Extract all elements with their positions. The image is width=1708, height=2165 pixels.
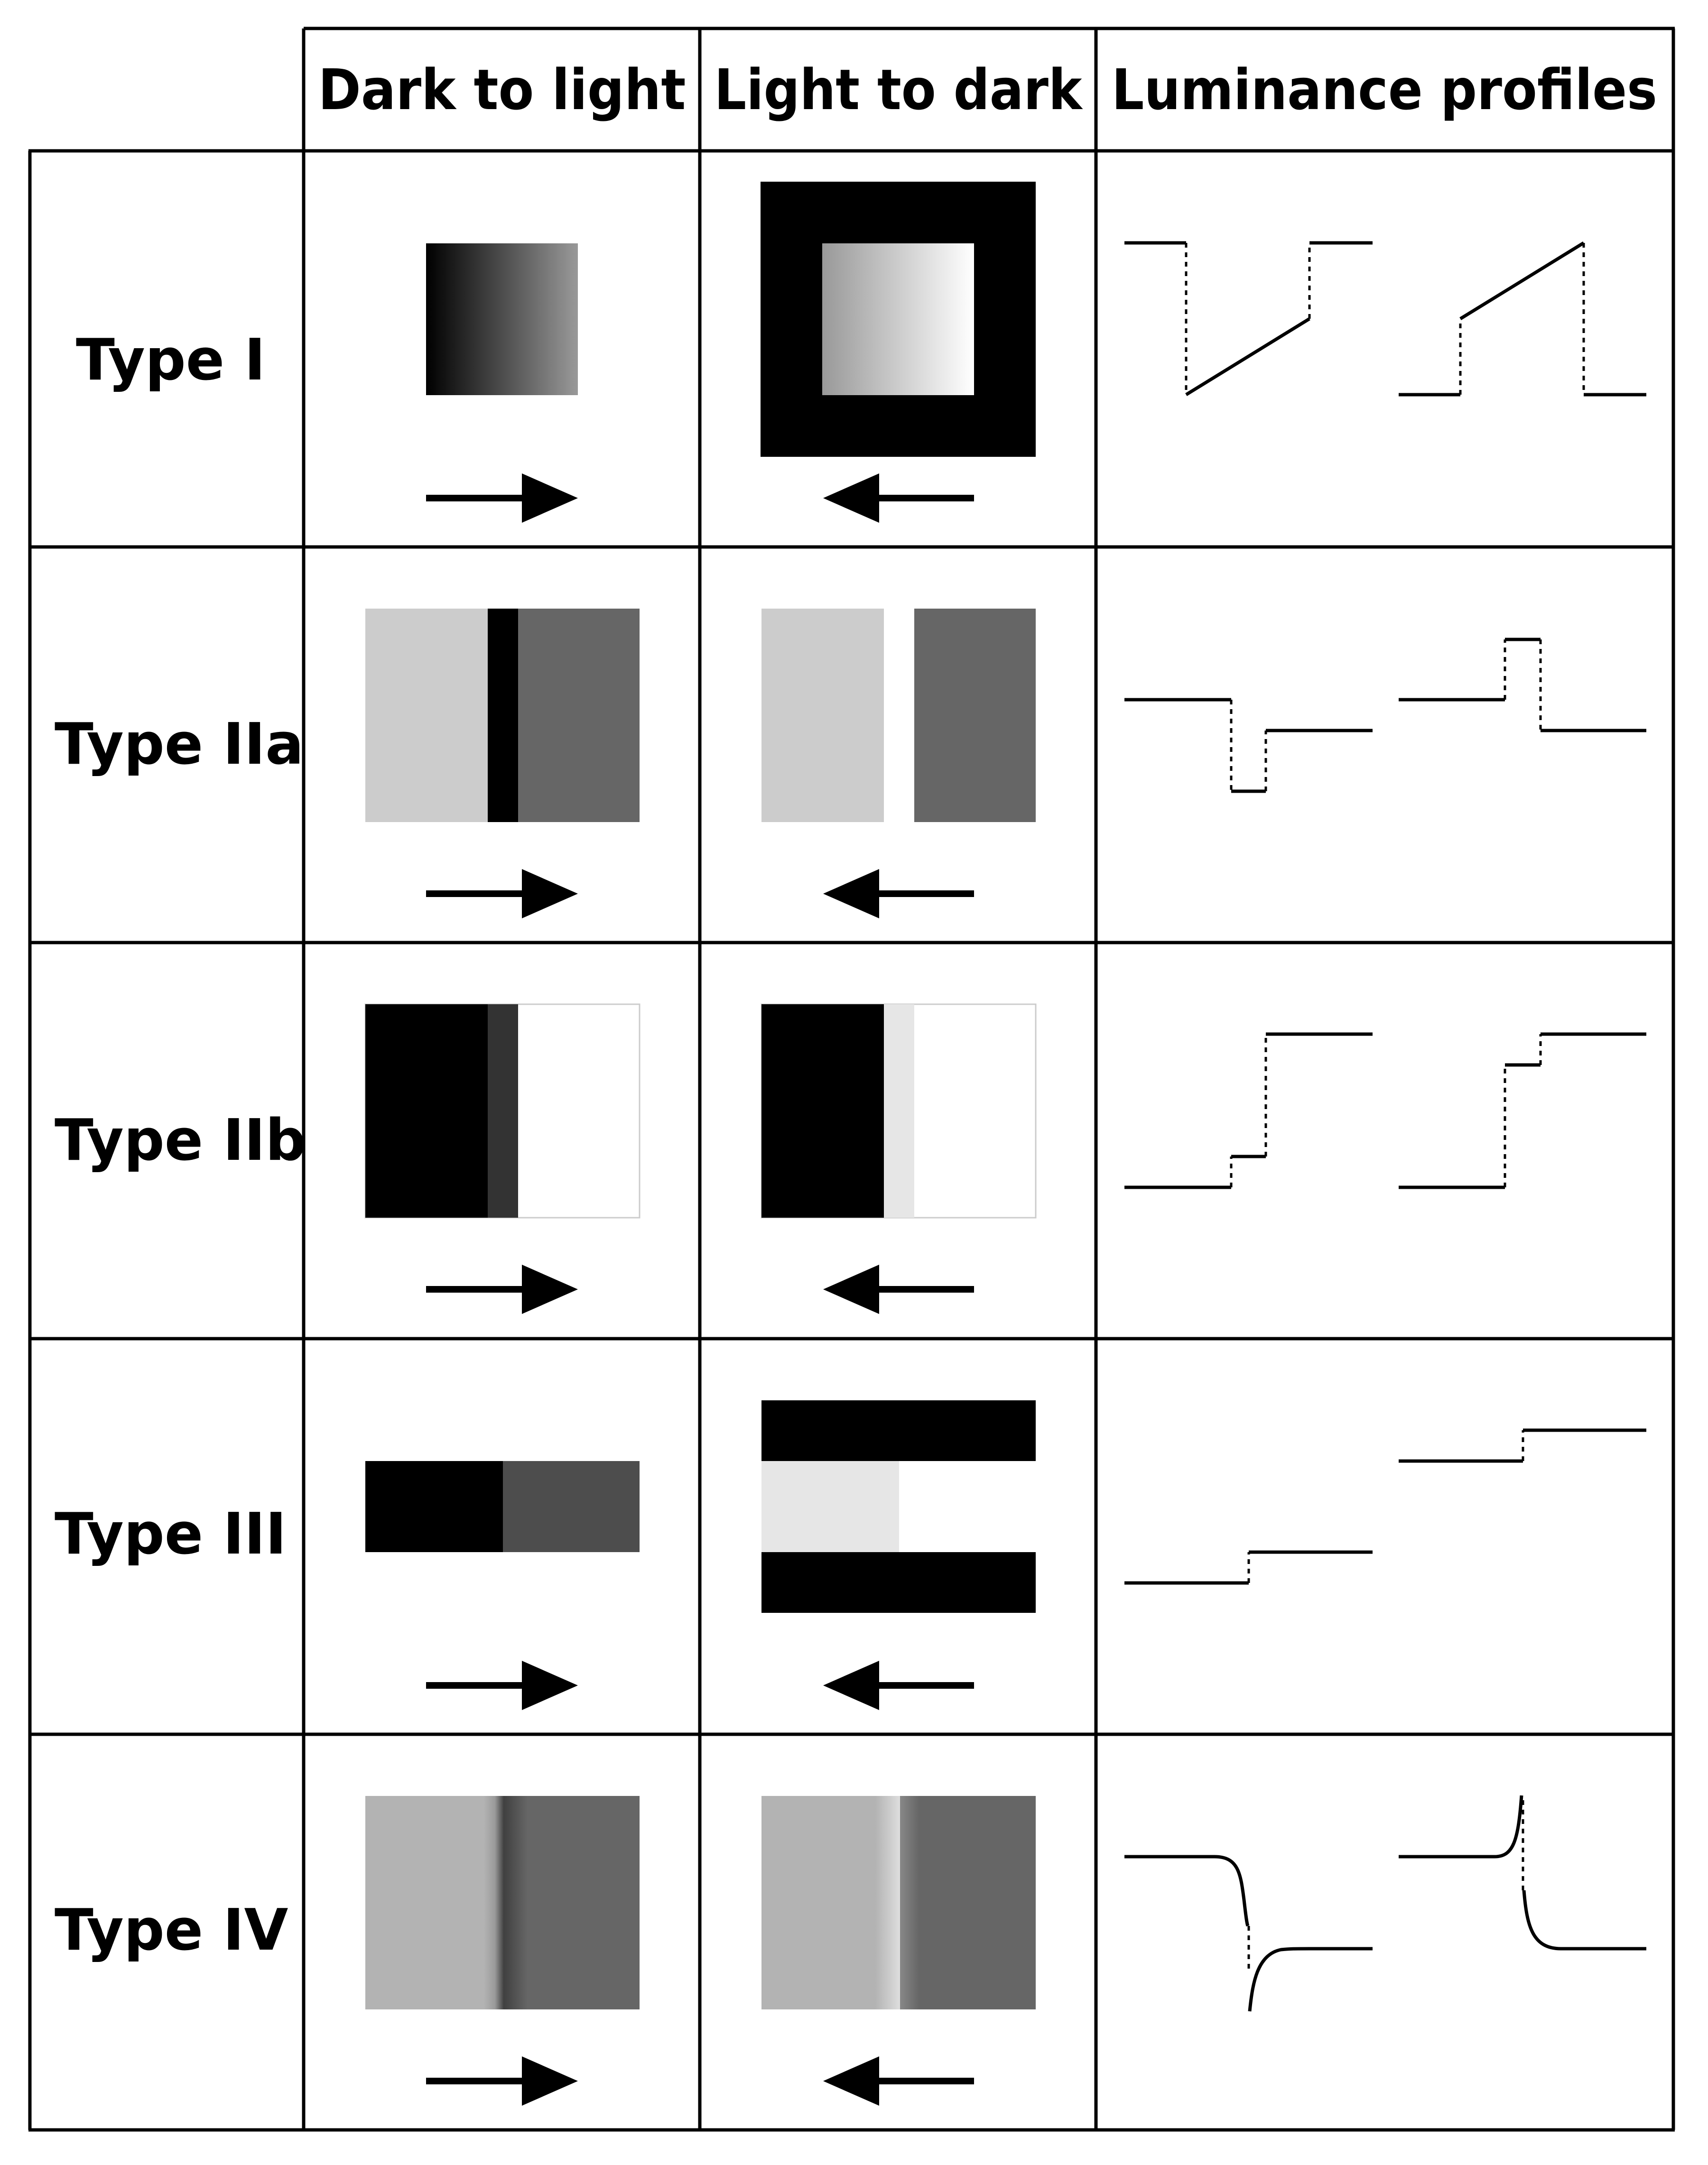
luminance-profiles [1124,241,1646,2012]
black-panel [761,1004,884,1218]
black-panel [365,1461,503,1552]
arrow-left-icon [823,473,974,523]
arrow-right-icon [426,473,578,523]
shaded-edge-right [504,1796,528,2009]
arrow-left-icon [823,869,974,918]
profile-type-i-light-to-dark [1399,241,1646,397]
profile-type-iii-dark-to-light [1124,1550,1373,1585]
row-label-type-iii: Type III [55,1501,287,1567]
top-black-bar [761,1400,1036,1461]
arrow-left-icon [823,1661,974,1710]
arrow-right-icon [426,869,578,918]
header-dark-to-light: Dark to light [318,57,686,122]
shaded-edge-right [900,1796,919,2009]
dark-gray-panel [919,1796,1036,2009]
profile-type-iia-dark-to-light [1124,698,1373,793]
gradient-square [426,243,578,395]
profile-type-iii-light-to-dark [1399,1428,1646,1463]
dark-gray-panel [528,1796,640,2009]
arrow-left-icon [823,2056,974,2106]
type-iii-dark-to-light-stimulus [365,1461,640,1552]
type-i-light-to-dark-stimulus [761,182,1036,457]
row-label-type-iib: Type IIb [55,1108,306,1174]
type-iia-dark-to-light-stimulus [365,609,640,822]
very-light-gray-stripe [884,1004,914,1218]
profile-type-iia-light-to-dark [1399,638,1646,732]
profile-type-iib-light-to-dark [1399,1032,1646,1189]
light-gray-panel [365,609,488,822]
type-i-dark-to-light-stimulus [426,243,578,395]
header-light-to-dark: Light to dark [715,57,1083,122]
row-label-type-iia: Type IIa [55,712,304,777]
black-stripe [488,609,518,822]
header-luminance-profiles: Luminance profiles [1112,57,1657,122]
shaded-edge-left [875,1796,900,2009]
dark-gray-panel [503,1461,640,1552]
arrow-right-icon [426,1265,578,1314]
arrow-right-icon [426,2056,578,2106]
profile-type-i-dark-to-light [1124,241,1373,396]
type-iv-dark-to-light-stimulus [365,1796,640,2009]
arrow-right-icon [426,1661,578,1710]
arrows [426,473,974,2106]
white-stripe [884,609,914,822]
type-iii-light-to-dark-stimulus [761,1400,1036,1613]
type-iib-light-to-dark-stimulus [761,1003,1037,1219]
profile-type-iib-dark-to-light [1124,1032,1373,1189]
type-iib-dark-to-light-stimulus [364,1003,640,1219]
type-iia-light-to-dark-stimulus [761,609,1036,822]
shaded-edge-left [484,1796,504,2009]
gradient-square [822,243,974,395]
row-label-type-i: Type I [76,327,266,393]
grid-lines [28,27,1675,2132]
dark-gray-panel [914,609,1036,822]
dark-gray-panel [518,609,640,822]
very-light-gray-panel [761,1461,899,1552]
row-label-type-iv: Type IV [55,1897,288,1963]
profile-type-iv-dark-to-light [1124,1855,1373,2012]
type-iv-light-to-dark-stimulus [761,1796,1036,2009]
light-gray-panel [761,1796,875,2009]
profile-type-iv-light-to-dark [1399,1795,1646,1951]
light-gray-panel [365,1796,484,2009]
dark-gray-stripe [488,1004,518,1218]
black-panel [365,1004,488,1218]
light-gray-panel [761,609,884,822]
bottom-black-bar [761,1552,1036,1613]
arrow-left-icon [823,1265,974,1314]
